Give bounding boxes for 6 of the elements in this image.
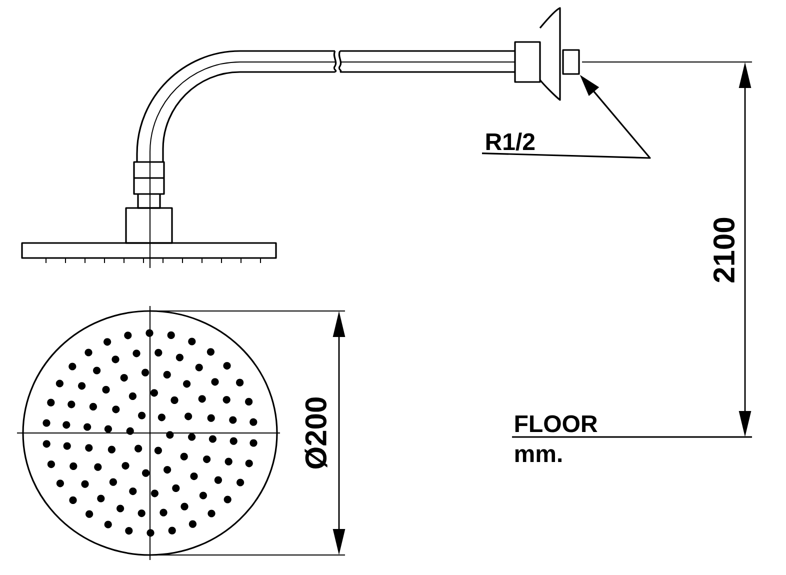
floor-label: FLOOR bbox=[515, 415, 598, 432]
thread-nipple bbox=[562, 49, 580, 75]
dimension-label: 2100 bbox=[713, 218, 735, 282]
dimension-label: Ø200 bbox=[304, 398, 328, 468]
thread-label: R1/2 bbox=[486, 132, 535, 150]
unit-label: mm. bbox=[515, 449, 562, 462]
